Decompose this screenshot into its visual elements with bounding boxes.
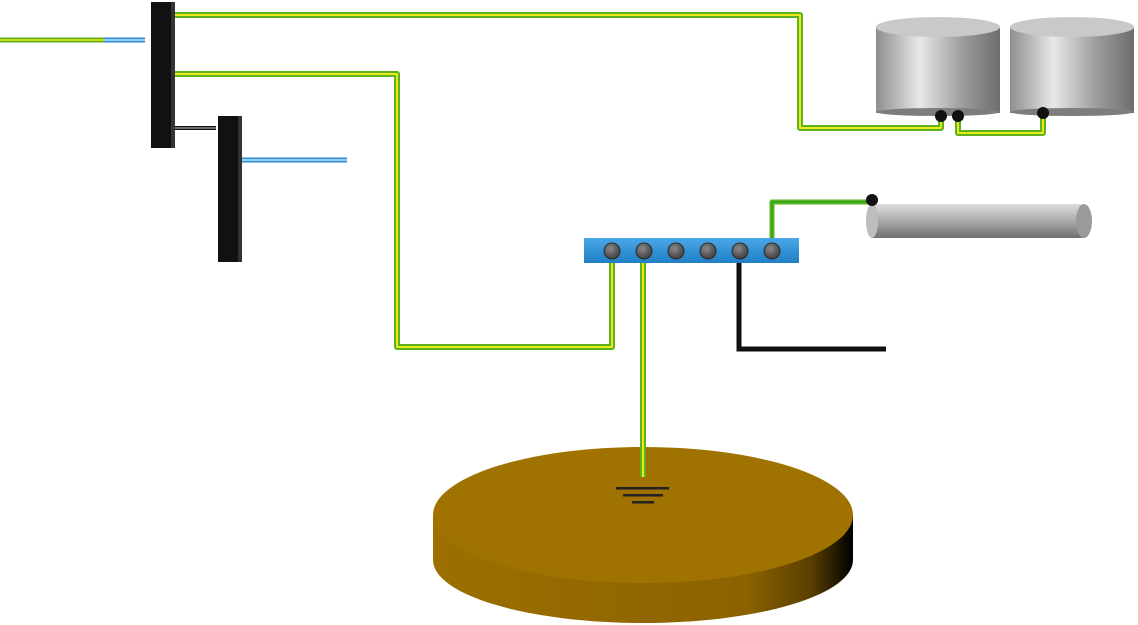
earth-busbar xyxy=(584,238,799,263)
tank-2-terminal xyxy=(1037,107,1049,119)
busbar-terminal-2 xyxy=(635,242,653,260)
wires-layer xyxy=(0,12,1046,477)
tank-1 xyxy=(876,17,1000,116)
busbar-to-pipe-wire xyxy=(769,199,872,240)
metal-pipe xyxy=(866,194,1092,238)
busbar-terminal-3 xyxy=(667,242,685,260)
metal-tank-icon xyxy=(1010,17,1134,116)
tank-1-terminal xyxy=(935,110,947,122)
metal-tank-icon xyxy=(876,17,1000,116)
panel-to-tanks-wire xyxy=(170,12,1046,136)
earth-disc-top xyxy=(433,447,853,583)
metal-pipe-icon xyxy=(866,204,1092,238)
tank-1b-terminal xyxy=(952,110,964,122)
earth-ground-icon xyxy=(616,487,669,504)
busbar-terminal-5 xyxy=(731,242,749,260)
busbar-terminal-4 xyxy=(699,242,717,260)
tank-terminals xyxy=(935,107,1049,122)
earth-electrode xyxy=(433,447,853,623)
busbar-black-lead-wire xyxy=(736,254,886,352)
tank-2 xyxy=(1010,17,1134,116)
pipe-terminal xyxy=(866,194,878,206)
main-panel xyxy=(151,2,175,148)
busbar-terminal-1 xyxy=(603,242,621,260)
sub-panel xyxy=(218,116,242,262)
busbar-terminal-6 xyxy=(763,242,781,260)
distribution-board-icon xyxy=(151,2,171,148)
sub-distribution-board-icon xyxy=(218,116,238,262)
busbar-terminals xyxy=(603,242,781,260)
panel-to-busbar-wire xyxy=(170,71,615,350)
